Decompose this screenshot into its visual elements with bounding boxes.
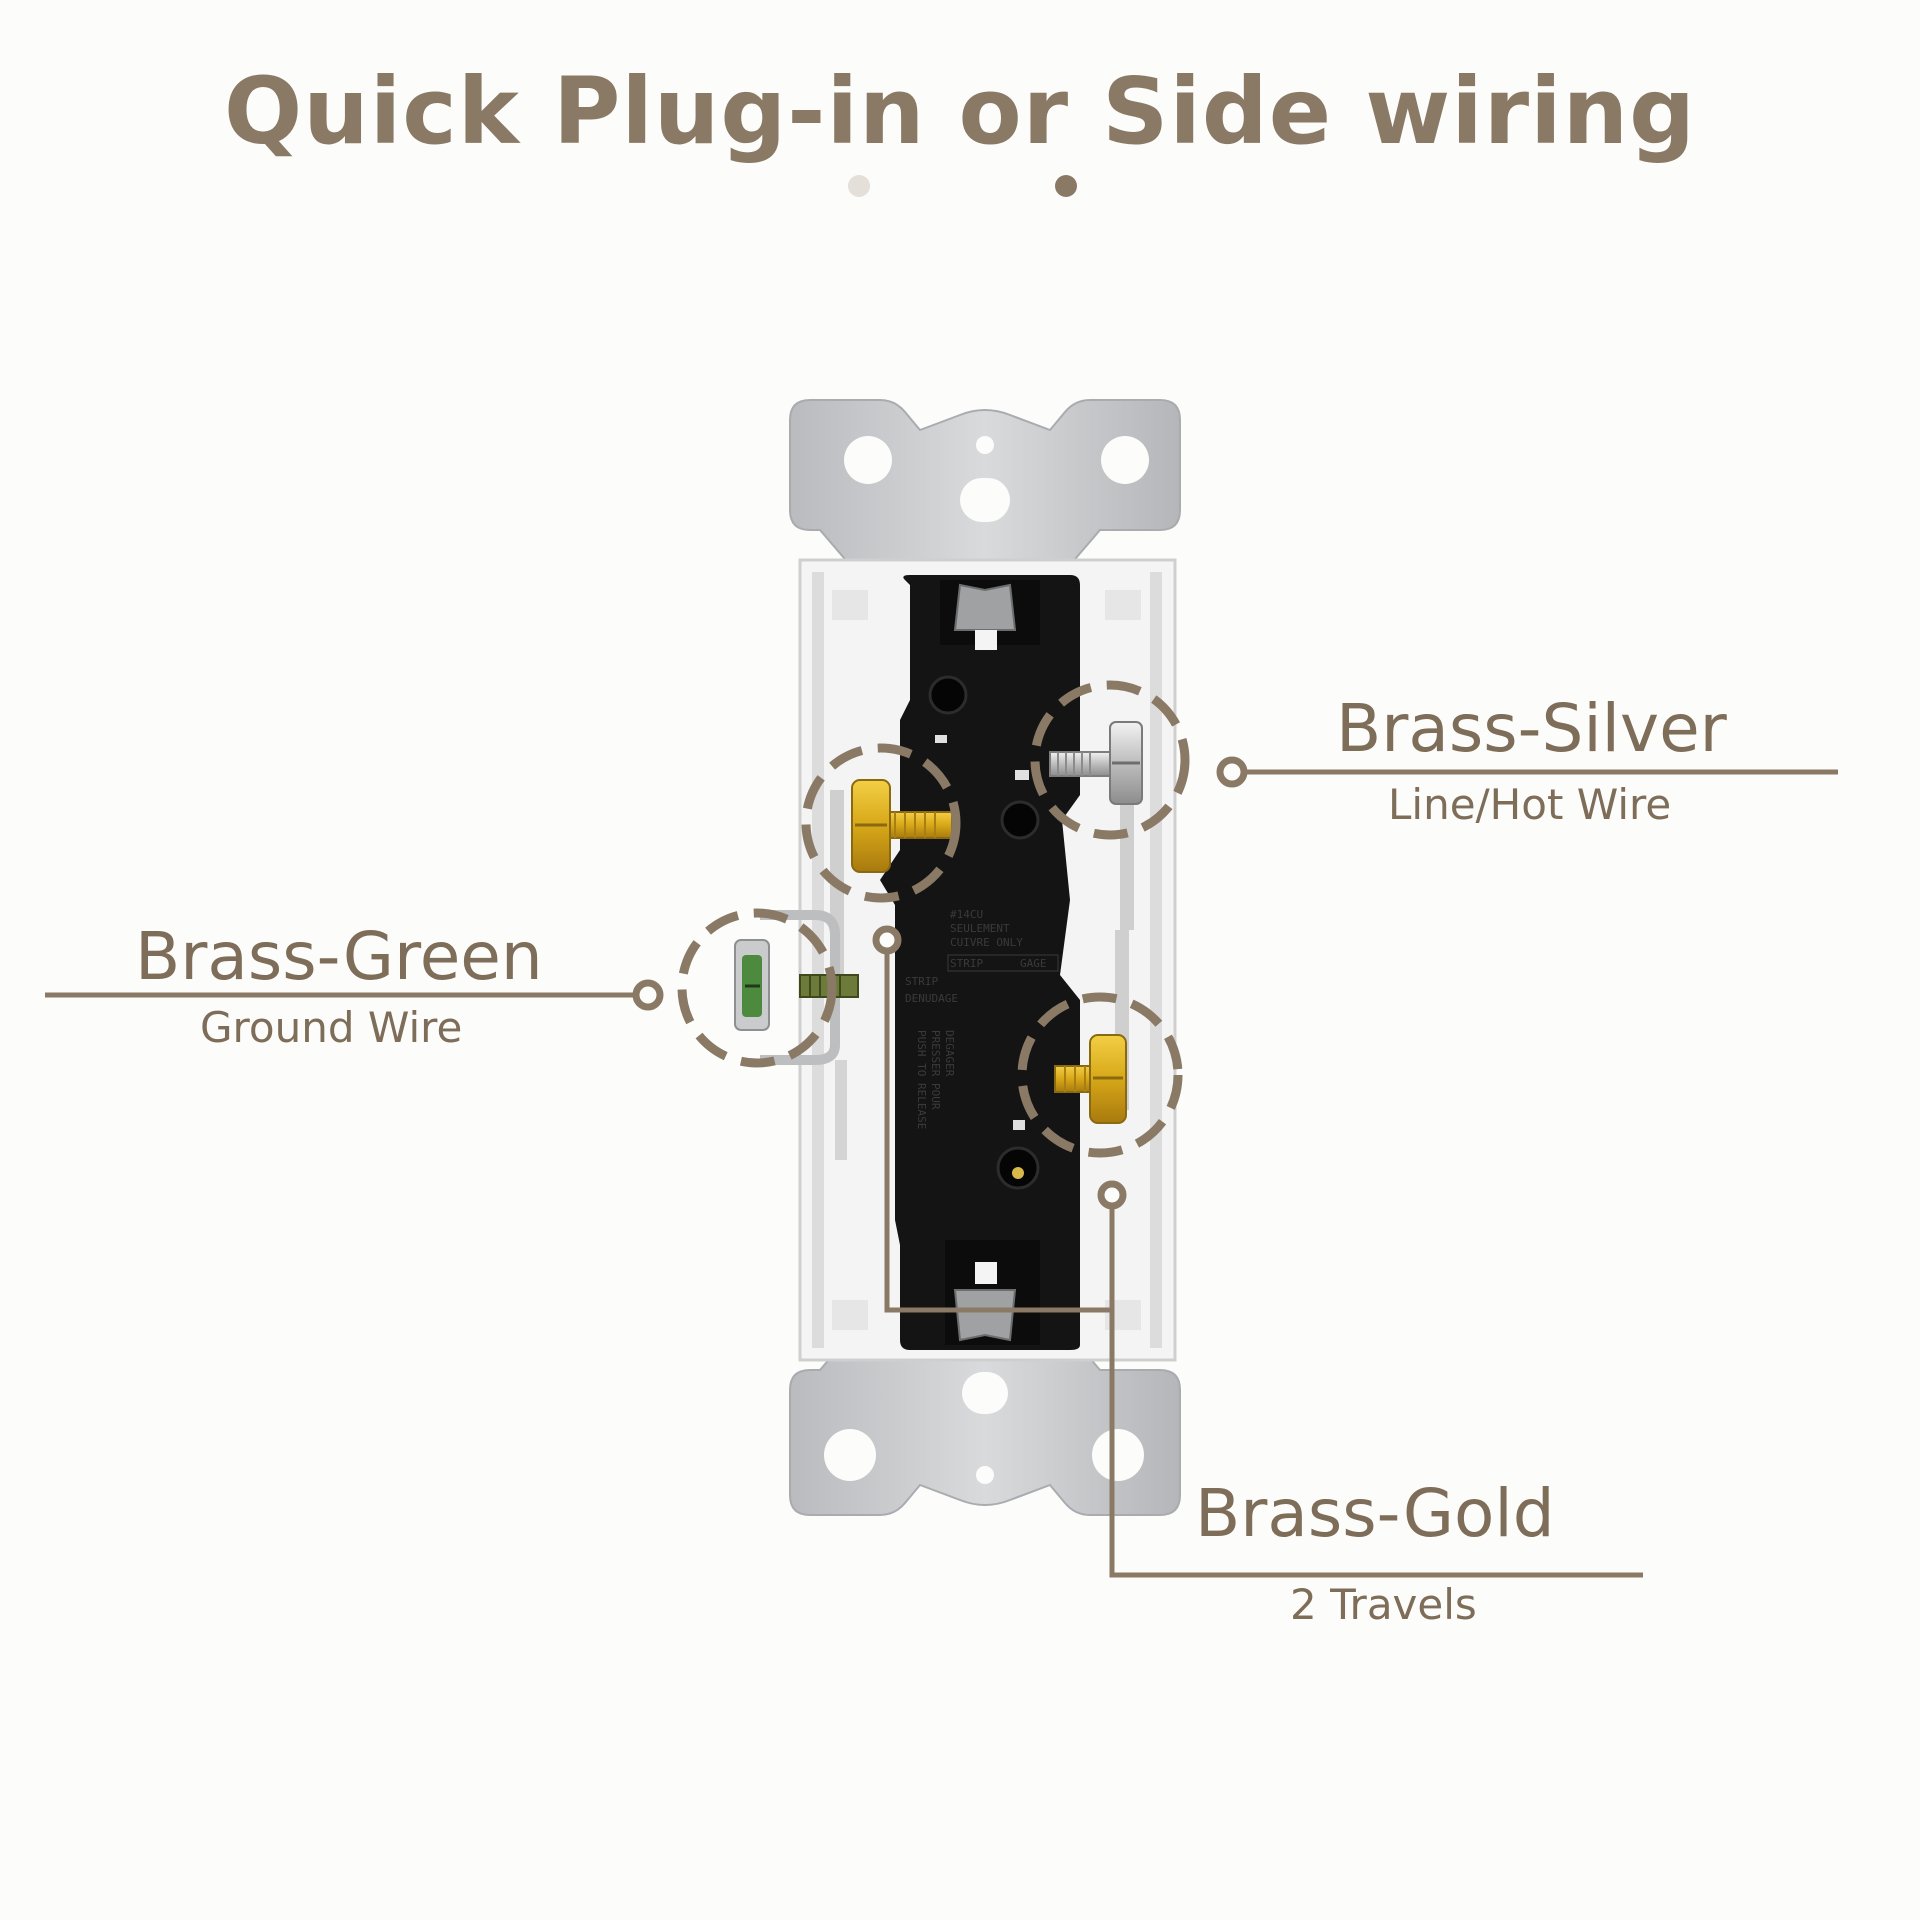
wire-clip-top — [955, 585, 1015, 630]
strap-slot-bottom — [962, 1372, 1008, 1414]
svg-text:STRIP: STRIP — [950, 957, 983, 970]
switch-body: #14CU SEULEMENT CUIVRE ONLY STRIP GAGE S… — [880, 575, 1080, 1350]
svg-text:CUIVRE ONLY: CUIVRE ONLY — [950, 936, 1023, 949]
callout-label-green: Brass-Green — [135, 918, 543, 995]
wire-clip-bottom — [955, 1290, 1015, 1340]
mounting-hole-top-right — [1101, 436, 1149, 484]
strap-slot-top — [960, 478, 1010, 522]
callout-sublabel-gold: 2 Travels — [1290, 1580, 1477, 1629]
svg-text:GAGE: GAGE — [1020, 957, 1047, 970]
mounting-strap-top — [790, 400, 1180, 565]
leader-node-silver — [1220, 760, 1244, 784]
svg-text:#14CU: #14CU — [950, 908, 983, 921]
green-ground-screw — [735, 915, 858, 1060]
leader-node-gold-lower — [1101, 1184, 1123, 1206]
mounting-hole-top-left — [844, 436, 892, 484]
callout-sublabel-green: Ground Wire — [200, 1003, 462, 1052]
push-in-hole-upper — [930, 677, 966, 713]
svg-text:DENUDAGE: DENUDAGE — [905, 992, 958, 1005]
mounting-strap-bottom — [790, 1335, 1180, 1515]
callout-label-silver: Brass-Silver — [1336, 690, 1727, 767]
mounting-hole-bottom-left — [824, 1429, 876, 1481]
callout-sublabel-silver: Line/Hot Wire — [1388, 780, 1671, 829]
leader-node-gold-upper — [876, 929, 898, 951]
leader-node-green — [636, 983, 660, 1007]
svg-text:PRESSER POUR: PRESSER POUR — [929, 1030, 942, 1110]
mounting-hole-bottom-right — [1092, 1429, 1144, 1481]
svg-text:DEGAGER: DEGAGER — [943, 1030, 956, 1077]
svg-text:STRIP: STRIP — [905, 975, 938, 988]
callout-label-gold: Brass-Gold — [1195, 1475, 1555, 1552]
svg-text:PUSH TO RELEASE: PUSH TO RELEASE — [915, 1030, 928, 1129]
push-in-hole-middle — [1002, 802, 1038, 838]
svg-text:SEULEMENT: SEULEMENT — [950, 922, 1010, 935]
